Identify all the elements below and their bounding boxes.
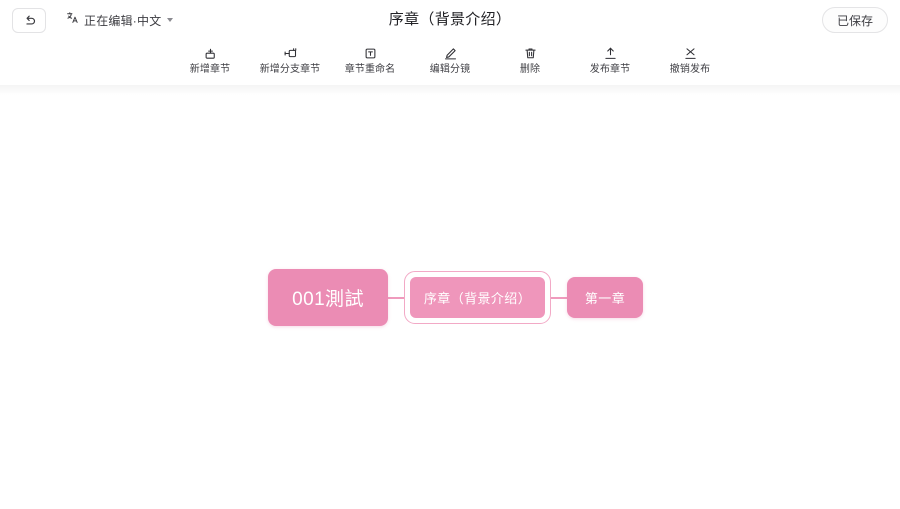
toolbar-item-add-branch-chapter[interactable]: 新增分支章节 (250, 40, 330, 76)
publish-chapter-icon (603, 45, 618, 61)
save-state-button[interactable]: 已保存 (821, 7, 888, 33)
chapter-node-selected[interactable]: 序章（背景介绍） (410, 277, 545, 318)
toolbar-item-add-chapter[interactable]: 新增章节 (170, 40, 250, 76)
chapter-node-next[interactable]: 第一章 (567, 277, 643, 318)
toolbar-label: 删除 (519, 64, 541, 75)
undo-button[interactable] (12, 7, 46, 33)
top-bar: 正在编辑·中文 序章（背景介绍） 已保存 (0, 0, 900, 40)
toolbar-label: 新增章节 (189, 64, 231, 75)
edit-status-label: 正在编辑·中文 (84, 13, 162, 28)
chapter-node-label: 第一章 (584, 291, 626, 306)
toolbar-label: 发布章节 (589, 64, 631, 75)
toolbar-label: 新增分支章节 (259, 64, 321, 75)
edit-status-dropdown[interactable]: 正在编辑·中文 (66, 11, 174, 29)
toolbar-label: 编辑分镜 (429, 64, 471, 75)
chapter-node-label: 序章（背景介绍） (423, 291, 532, 306)
toolbar-item-edit-storyboard[interactable]: 编辑分镜 (410, 40, 490, 76)
trash-icon (523, 45, 538, 61)
rename-chapter-icon (363, 45, 378, 61)
unpublish-icon (683, 45, 698, 61)
toolbar-item-unpublish[interactable]: 撤销发布 (650, 40, 730, 76)
chapter-node-selection-ring[interactable]: 序章（背景介绍） (404, 271, 551, 324)
chapter-node-graph: 001測試 序章（背景介绍） 第一章 (268, 269, 643, 326)
chevron-down-icon (167, 18, 174, 22)
node-connector (388, 296, 404, 299)
toolbar-label: 撤销发布 (669, 64, 711, 75)
node-connector (551, 296, 567, 299)
language-translate-icon (66, 11, 79, 29)
toolbar-item-delete[interactable]: 删除 (490, 40, 570, 76)
chapter-graph-canvas[interactable]: 001測試 序章（背景介绍） 第一章 (0, 85, 900, 509)
add-branch-chapter-icon (283, 45, 298, 61)
edit-storyboard-icon (443, 45, 458, 61)
chapter-node-root[interactable]: 001測試 (268, 269, 388, 326)
undo-arrow-icon (22, 13, 37, 28)
chapter-node-label: 001測試 (292, 289, 364, 310)
toolbar-item-rename-chapter[interactable]: 章节重命名 (330, 40, 410, 76)
add-chapter-icon (203, 45, 218, 61)
toolbar-item-publish-chapter[interactable]: 发布章节 (570, 40, 650, 76)
toolbar: 新增章节 新增分支章节 章节 (0, 40, 900, 95)
toolbar-label: 章节重命名 (344, 64, 396, 75)
